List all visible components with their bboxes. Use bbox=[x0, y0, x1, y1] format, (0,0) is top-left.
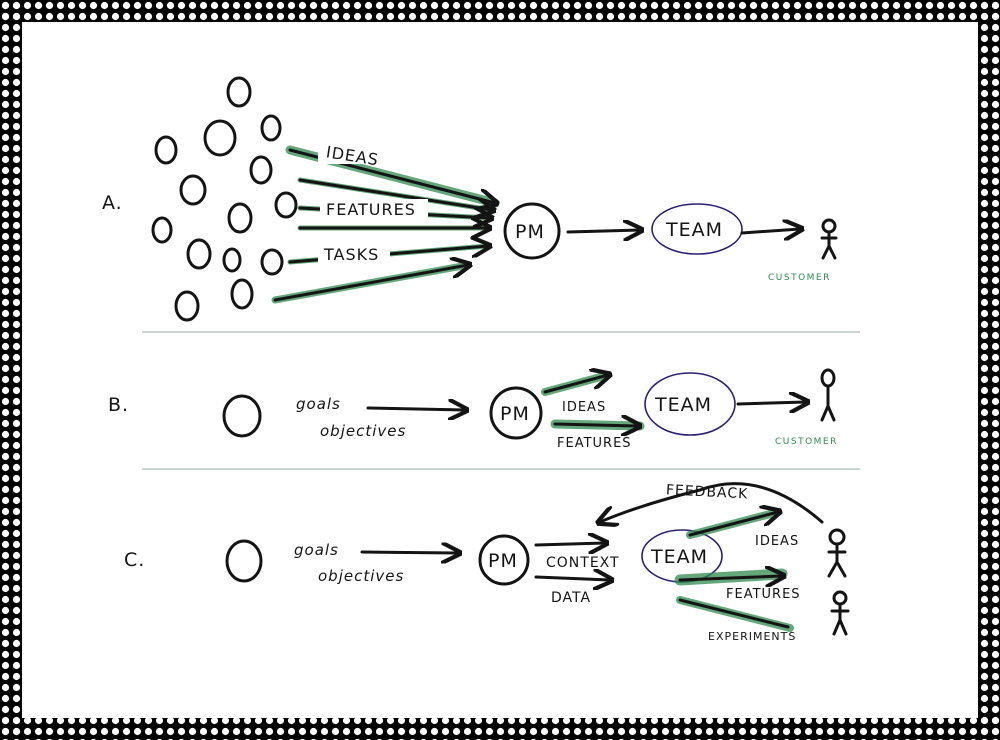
team-node-label: TEAM bbox=[665, 219, 723, 241]
team-node-circle bbox=[644, 372, 736, 436]
section-c-label: C. bbox=[124, 549, 145, 571]
customer-icon bbox=[827, 528, 847, 578]
pm-node-label: PM bbox=[515, 221, 545, 243]
features-arrow bbox=[678, 576, 782, 580]
output-context: CONTEXT bbox=[546, 555, 620, 571]
section-a-label: A. bbox=[102, 192, 123, 214]
input-objectives: objectives bbox=[320, 422, 406, 440]
data-arrow bbox=[534, 577, 610, 580]
idea-bubbles bbox=[151, 76, 298, 322]
goal-bubble bbox=[222, 394, 262, 438]
team-output-experiments: EXPERIMENTS bbox=[708, 630, 796, 643]
customer-icon bbox=[820, 218, 838, 260]
customer-icon bbox=[820, 368, 836, 422]
output-features: FEATURES bbox=[557, 436, 632, 451]
diagram-sheet: A. bbox=[22, 22, 978, 718]
input-goals: goals bbox=[294, 541, 339, 559]
ideas-arrow bbox=[688, 512, 778, 537]
section-a: A. bbox=[102, 76, 838, 322]
team-to-customer-arrow bbox=[740, 229, 800, 233]
experiments-line bbox=[678, 598, 790, 629]
team-node-circle bbox=[651, 203, 743, 255]
customer-label: CUSTOMER bbox=[775, 437, 838, 447]
customer-icon bbox=[830, 590, 850, 636]
pm-node-label: PM bbox=[488, 550, 518, 572]
pm-node-label: PM bbox=[500, 403, 530, 425]
section-c: C. goals objectives PM CONTEXT DATA TEAM… bbox=[124, 482, 850, 643]
features-arrow bbox=[553, 424, 638, 426]
team-output-ideas: IDEAS bbox=[755, 534, 799, 549]
pm-node-circle bbox=[489, 386, 543, 440]
pm-node-circle bbox=[503, 202, 561, 260]
inputs-to-pm-arrow bbox=[366, 408, 465, 410]
input-objectives: objectives bbox=[318, 567, 404, 585]
output-ideas: IDEAS bbox=[562, 400, 606, 415]
feedback-label: FEEDBACK bbox=[666, 482, 749, 502]
pm-node-circle bbox=[478, 534, 530, 586]
flow-label-tasks: TASKS bbox=[323, 245, 379, 264]
input-goals: goals bbox=[296, 395, 341, 413]
team-output-features: FEATURES bbox=[726, 587, 801, 602]
goal-bubble bbox=[225, 539, 263, 583]
output-data: DATA bbox=[551, 590, 591, 606]
flow-highlights bbox=[271, 145, 500, 304]
feedback-arrow bbox=[600, 482, 824, 522]
section-b: B. goals objectives PM IDEAS FEATURES TE… bbox=[108, 368, 838, 451]
section-b-label: B. bbox=[108, 394, 129, 416]
customer-label: CUSTOMER bbox=[768, 273, 831, 283]
team-node-label: TEAM bbox=[654, 394, 712, 416]
context-arrow bbox=[534, 543, 605, 545]
team-node-label: TEAM bbox=[650, 546, 708, 568]
flow-label-features: FEATURES bbox=[326, 200, 416, 219]
pm-to-team-arrow bbox=[566, 230, 640, 232]
ideas-arrow bbox=[543, 375, 608, 394]
inputs-to-pm-arrow bbox=[360, 552, 458, 553]
team-to-customer-arrow bbox=[736, 402, 806, 404]
